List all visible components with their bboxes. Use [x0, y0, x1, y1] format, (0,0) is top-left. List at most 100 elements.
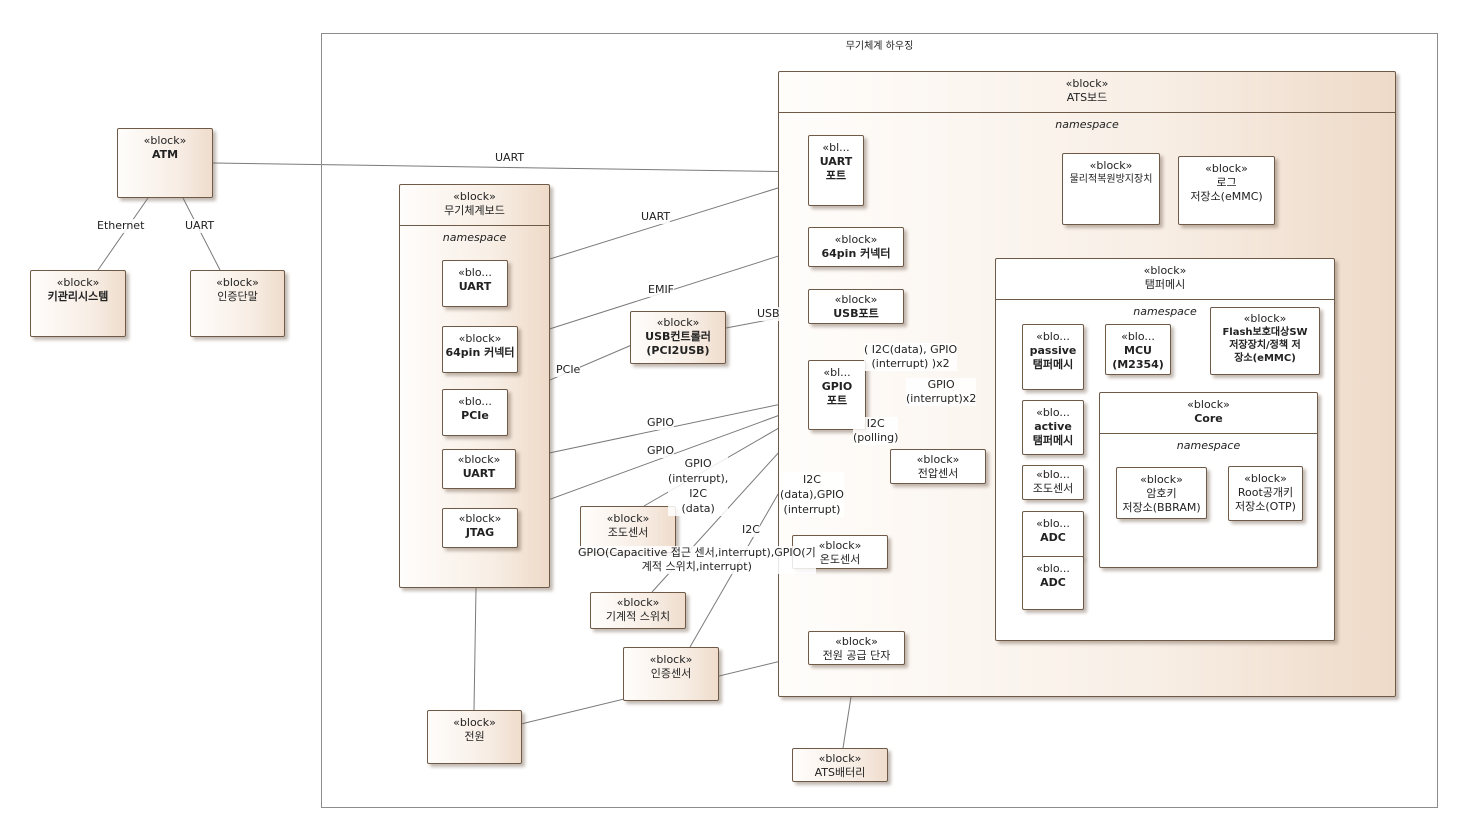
voltage-sensor-name: 전압센서	[917, 467, 959, 480]
root-key-storage-name: Root공개키 저장소(OTP)	[1235, 486, 1296, 513]
adc-1-block[interactable]: «blo... ADC	[1022, 511, 1084, 558]
physical-restore-name: 물리적복원방지장치	[1069, 174, 1153, 185]
atm-block[interactable]: «block» ATM	[117, 128, 213, 198]
label-uart-atm-auth: UART	[185, 219, 215, 233]
auth-sensor-block[interactable]: «block» 인증센서	[623, 647, 719, 701]
key-storage-block[interactable]: «block» 암호키 저장소(BBRAM)	[1116, 467, 1207, 519]
key-storage-name: 암호키 저장소(BBRAM)	[1122, 487, 1201, 514]
wb-uart-1-name: UART	[458, 280, 492, 293]
key-system-name: 키관리시스템	[47, 290, 109, 303]
log-storage-block[interactable]: «block» 로그 저장소(eMMC)	[1178, 156, 1275, 225]
line-board-power	[473, 587, 477, 711]
power-block[interactable]: «block» 전원	[427, 710, 522, 764]
label-i2c-auth: I2C	[742, 523, 760, 537]
auth-sensor-name: 인증센서	[650, 667, 692, 680]
wb-pcie-name: PCIe	[461, 409, 489, 422]
label-i2c-gpio-temp: I2C (data),GPIO (interrupt)	[780, 472, 844, 517]
wb-pcie-stereotype: «blo...	[458, 395, 492, 408]
flash-storage-name: Flash보호대상SW 저장장치/정책 저 장소(eMMC)	[1222, 327, 1308, 364]
core-stereotype: «block»	[1187, 398, 1230, 411]
atm-name: ATM	[151, 148, 179, 161]
line-atm-ats-uart	[212, 162, 811, 173]
ats-64pin-block[interactable]: «block» 64pin 커넥터	[808, 227, 904, 267]
weapon-board-stereotype: «block»	[453, 190, 496, 203]
wb-uart-2-name: UART	[462, 467, 496, 480]
mech-switch-name: 기계적 스위치	[605, 610, 671, 623]
label-i2c-polling: I2C (polling)	[853, 417, 899, 445]
ats-gpio-port-stereotype: «bl...	[823, 366, 851, 379]
ats-battery-stereotype: «block»	[818, 752, 862, 765]
line-atm-ethernet	[97, 197, 149, 271]
physical-restore-block[interactable]: «block» 물리적복원방지장치	[1062, 153, 1160, 225]
wb-uart-2-block[interactable]: «block» UART	[442, 449, 516, 489]
adc-2-stereotype: «blo...	[1036, 562, 1070, 575]
weapon-board-namespace: namespace	[442, 231, 507, 244]
ats-usb-port-stereotype: «block»	[834, 293, 878, 306]
adc-2-block[interactable]: «blo... ADC	[1022, 556, 1084, 610]
wb-jtag-name: JTAG	[465, 526, 495, 539]
ats-usb-port-block[interactable]: «block» USB포트	[808, 289, 904, 324]
key-storage-stereotype: «block»	[1140, 473, 1183, 486]
label-gpio-1: GPIO	[647, 416, 675, 430]
flash-storage-block[interactable]: «block» Flash보호대상SW 저장장치/정책 저 장소(eMMC)	[1210, 307, 1320, 375]
housing-title: 무기체계 하우징	[845, 41, 914, 52]
mcu-stereotype: «blo...	[1121, 330, 1155, 343]
passive-mesh-name: passive 탬퍼메시	[1029, 344, 1077, 371]
root-key-storage-block[interactable]: «block» Root공개키 저장소(OTP)	[1228, 466, 1303, 521]
ats-board-name: ATS보드	[1066, 91, 1108, 104]
wb-uart-1-block[interactable]: «blo... UART	[442, 260, 508, 307]
label-gpio-2: GPIO	[647, 444, 675, 458]
temp-sensor-stereotype: «block»	[818, 539, 862, 552]
atm-stereotype: «block»	[143, 134, 187, 147]
illum-sensor-in-block[interactable]: «blo... 조도센서	[1022, 465, 1084, 500]
ats-gpio-port-name: GPIO 포트	[821, 380, 853, 407]
illum-sensor-in-stereotype: «blo...	[1036, 468, 1070, 481]
line-atm-auth-terminal	[182, 197, 221, 271]
power-stereotype: «block»	[453, 716, 496, 729]
label-emif: EMIF	[648, 283, 675, 297]
usb-controller-block[interactable]: «block» USB컨트롤러 (PCI2USB)	[630, 311, 726, 364]
ats-board-namespace: namespace	[1055, 118, 1119, 131]
illum-sensor-out-name: 조도센서	[607, 526, 649, 539]
ats-64pin-stereotype: «block»	[834, 233, 878, 246]
label-uart-board: UART	[641, 210, 671, 224]
wb-64pin-name: 64pin 커넥터	[445, 346, 515, 359]
label-pcie: PCIe	[556, 363, 581, 377]
wb-jtag-block[interactable]: «block» JTAG	[442, 508, 518, 548]
illum-sensor-out-block[interactable]: «block» 조도센서	[580, 506, 676, 553]
power-terminal-block[interactable]: «block» 전원 공급 단자	[808, 631, 905, 665]
voltage-sensor-block[interactable]: «block» 전압센서	[890, 449, 986, 484]
wb-pcie-block[interactable]: «blo... PCIe	[442, 389, 508, 436]
usb-controller-stereotype: «block»	[656, 316, 700, 329]
wb-64pin-block[interactable]: «block» 64pin 커넥터	[442, 326, 518, 373]
log-storage-name: 로그 저장소(eMMC)	[1190, 176, 1263, 203]
active-mesh-name: active 탬퍼메시	[1032, 420, 1074, 447]
ats-uart-port-block[interactable]: «bl... UART 포트	[808, 135, 864, 206]
ats-battery-block[interactable]: «block» ATS배터리	[792, 748, 888, 782]
wb-uart-2-stereotype: «block»	[457, 453, 501, 466]
adc-2-name: ADC	[1040, 576, 1066, 589]
core-name: Core	[1194, 412, 1223, 425]
passive-mesh-block[interactable]: «blo... passive 탬퍼메시	[1022, 324, 1084, 390]
mech-switch-block[interactable]: «block» 기계적 스위치	[590, 592, 686, 629]
voltage-sensor-stereotype: «block»	[916, 453, 960, 466]
auth-terminal-block[interactable]: «block» 인증단말	[190, 270, 285, 337]
adc-1-stereotype: «blo...	[1036, 517, 1070, 530]
active-mesh-block[interactable]: «blo... active 탬퍼메시	[1022, 400, 1084, 455]
mcu-block[interactable]: «blo... MCU (M2354)	[1105, 324, 1171, 375]
root-key-storage-stereotype: «block»	[1244, 472, 1287, 485]
illum-sensor-in-name: 조도센서	[1032, 482, 1074, 495]
flash-storage-stereotype: «block»	[1243, 312, 1287, 325]
adc-1-name: ADC	[1040, 531, 1066, 544]
log-storage-stereotype: «block»	[1205, 162, 1248, 175]
power-terminal-stereotype: «block»	[835, 635, 878, 648]
mech-switch-stereotype: «block»	[616, 596, 660, 609]
power-name: 전원	[464, 730, 485, 743]
label-i2c-gpio-passive: ( I2C(data), GPIO (interrupt) )x2	[864, 343, 958, 371]
ats-uart-port-name: UART 포트	[819, 155, 853, 182]
wb-64pin-stereotype: «block»	[458, 332, 502, 345]
housing-frame: 무기체계 하우징	[321, 33, 1438, 808]
key-system-block[interactable]: «block» 키관리시스템	[30, 270, 126, 337]
temp-sensor-name: 온도센서	[819, 553, 861, 566]
